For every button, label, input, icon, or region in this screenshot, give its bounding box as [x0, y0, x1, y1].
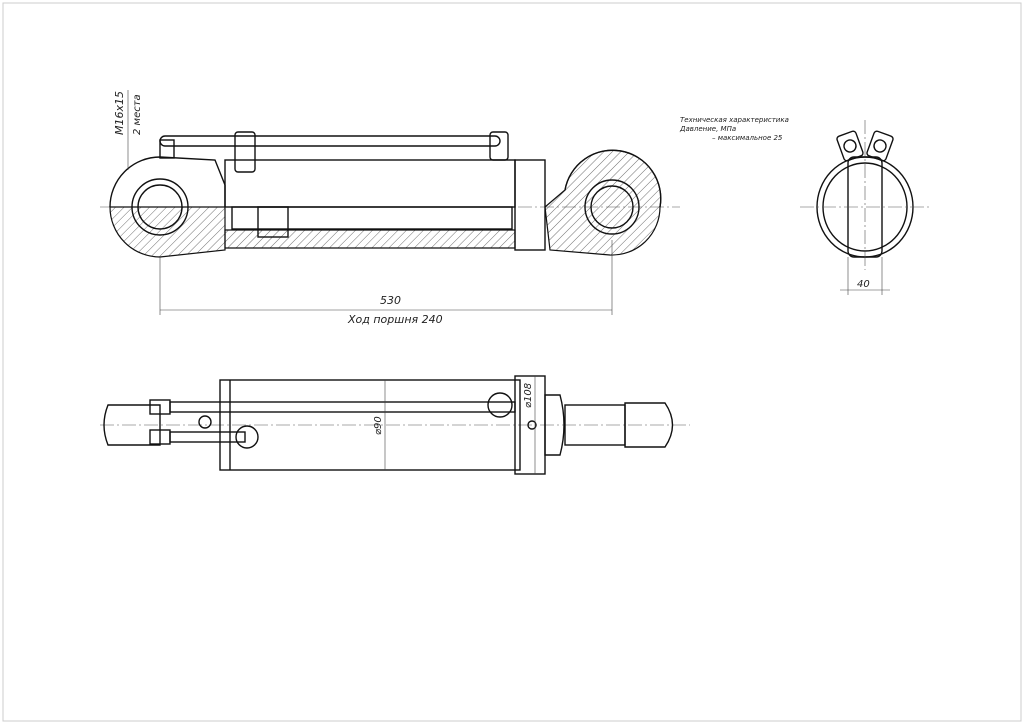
specs-pressure-max: – максимальное 25 [712, 134, 783, 142]
stroke-label: Ход поршня 240 [347, 313, 443, 326]
thread-count-label: 2 места [132, 94, 143, 135]
length-dimension: 530 [380, 294, 401, 307]
thread-label: M16x15 [113, 91, 126, 135]
plan-view [100, 375, 690, 475]
bore-diameter-label: ⌀90 [373, 416, 384, 435]
specs-pressure-label: Давление, МПа [679, 125, 736, 133]
outer-diameter-label: ⌀108 [523, 383, 534, 408]
specs-title: Техническая характеристика [680, 116, 789, 124]
end-view [800, 120, 930, 295]
side-section-view [100, 90, 680, 315]
eye-width-dimension: 40 [857, 279, 870, 290]
